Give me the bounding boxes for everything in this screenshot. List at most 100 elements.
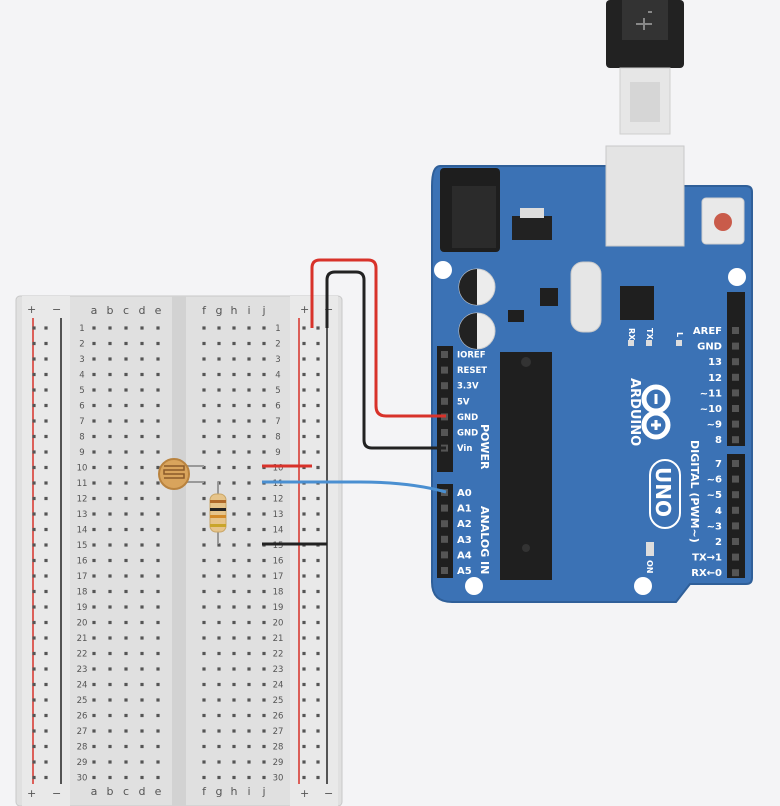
hole[interactable]	[92, 558, 96, 563]
rail-hole[interactable]	[44, 760, 48, 764]
hole[interactable]	[202, 326, 206, 330]
hole[interactable]	[232, 744, 236, 749]
rail-hole[interactable]	[32, 744, 36, 749]
hole[interactable]	[108, 388, 112, 392]
rail-hole[interactable]	[316, 527, 320, 532]
hole[interactable]	[156, 419, 160, 423]
hole[interactable]	[217, 434, 221, 439]
rail-hole[interactable]	[302, 698, 306, 702]
hole[interactable]	[156, 729, 160, 733]
hole[interactable]	[156, 388, 160, 392]
hole[interactable]	[92, 543, 96, 547]
digital-pin[interactable]	[732, 420, 739, 428]
hole[interactable]	[202, 434, 206, 439]
hole[interactable]	[262, 698, 266, 702]
hole[interactable]	[262, 729, 266, 733]
digital-pin[interactable]	[732, 491, 739, 499]
hole[interactable]	[140, 698, 144, 702]
hole[interactable]	[232, 372, 236, 377]
hole[interactable]	[217, 698, 221, 702]
rail-hole[interactable]	[302, 372, 306, 377]
hole[interactable]	[140, 341, 144, 346]
hole[interactable]	[124, 326, 128, 330]
hole[interactable]	[140, 388, 144, 392]
hole[interactable]	[124, 465, 128, 470]
hole[interactable]	[247, 434, 251, 439]
hole[interactable]	[156, 465, 160, 470]
digital-pin[interactable]	[732, 475, 739, 483]
hole[interactable]	[202, 496, 206, 501]
hole[interactable]	[124, 775, 128, 780]
hole[interactable]	[156, 713, 160, 718]
hole[interactable]	[92, 651, 96, 656]
rail-hole[interactable]	[316, 760, 320, 764]
rail-hole[interactable]	[316, 450, 320, 454]
analog-pin[interactable]	[441, 567, 448, 574]
hole[interactable]	[140, 558, 144, 563]
hole[interactable]	[232, 667, 236, 671]
hole[interactable]	[232, 775, 236, 780]
hole[interactable]	[108, 512, 112, 516]
rail-hole[interactable]	[32, 698, 36, 702]
hole[interactable]	[247, 729, 251, 733]
hole[interactable]	[202, 512, 206, 516]
hole[interactable]	[262, 636, 266, 640]
hole[interactable]	[124, 372, 128, 377]
hole[interactable]	[140, 326, 144, 330]
hole[interactable]	[262, 326, 266, 330]
hole[interactable]	[156, 558, 160, 563]
hole[interactable]	[202, 527, 206, 532]
hole[interactable]	[156, 636, 160, 640]
hole[interactable]	[140, 403, 144, 408]
hole[interactable]	[140, 760, 144, 764]
rail-hole[interactable]	[302, 589, 306, 594]
rail-hole[interactable]	[302, 496, 306, 501]
rail-hole[interactable]	[44, 527, 48, 532]
hole[interactable]	[92, 605, 96, 609]
hole[interactable]	[232, 605, 236, 609]
rail-hole[interactable]	[316, 667, 320, 671]
rail-hole[interactable]	[302, 713, 306, 718]
hole[interactable]	[232, 512, 236, 516]
rail-hole[interactable]	[32, 481, 36, 485]
hole[interactable]	[202, 667, 206, 671]
rail-hole[interactable]	[302, 636, 306, 640]
hole[interactable]	[202, 419, 206, 423]
hole[interactable]	[124, 388, 128, 392]
hole[interactable]	[262, 403, 266, 408]
hole[interactable]	[247, 372, 251, 377]
hole[interactable]	[202, 388, 206, 392]
hole[interactable]	[124, 434, 128, 439]
rail-hole[interactable]	[302, 744, 306, 749]
rail-hole[interactable]	[44, 775, 48, 780]
hole[interactable]	[140, 465, 144, 470]
rail-hole[interactable]	[316, 636, 320, 640]
hole[interactable]	[108, 574, 112, 578]
photoresistor[interactable]	[158, 458, 204, 490]
hole[interactable]	[217, 388, 221, 392]
digital-pin[interactable]	[732, 569, 739, 577]
rail-hole[interactable]	[316, 388, 320, 392]
hole[interactable]	[108, 357, 112, 361]
hole[interactable]	[108, 775, 112, 780]
hole[interactable]	[156, 341, 160, 346]
hole[interactable]	[124, 357, 128, 361]
hole[interactable]	[108, 450, 112, 454]
hole[interactable]	[140, 636, 144, 640]
rail-hole[interactable]	[316, 326, 320, 330]
rail-hole[interactable]	[316, 589, 320, 594]
hole[interactable]	[124, 744, 128, 749]
digital-pin[interactable]	[732, 327, 739, 334]
hole[interactable]	[92, 403, 96, 408]
rail-hole[interactable]	[302, 620, 306, 625]
hole[interactable]	[247, 605, 251, 609]
rail-hole[interactable]	[44, 326, 48, 330]
rail-hole[interactable]	[302, 574, 306, 578]
wire-a0-blue[interactable]	[262, 480, 447, 494]
rail-hole[interactable]	[44, 558, 48, 563]
hole[interactable]	[247, 388, 251, 392]
hole[interactable]	[108, 543, 112, 547]
hole[interactable]	[124, 698, 128, 702]
rail-hole[interactable]	[32, 512, 36, 516]
rail-hole[interactable]	[302, 605, 306, 609]
